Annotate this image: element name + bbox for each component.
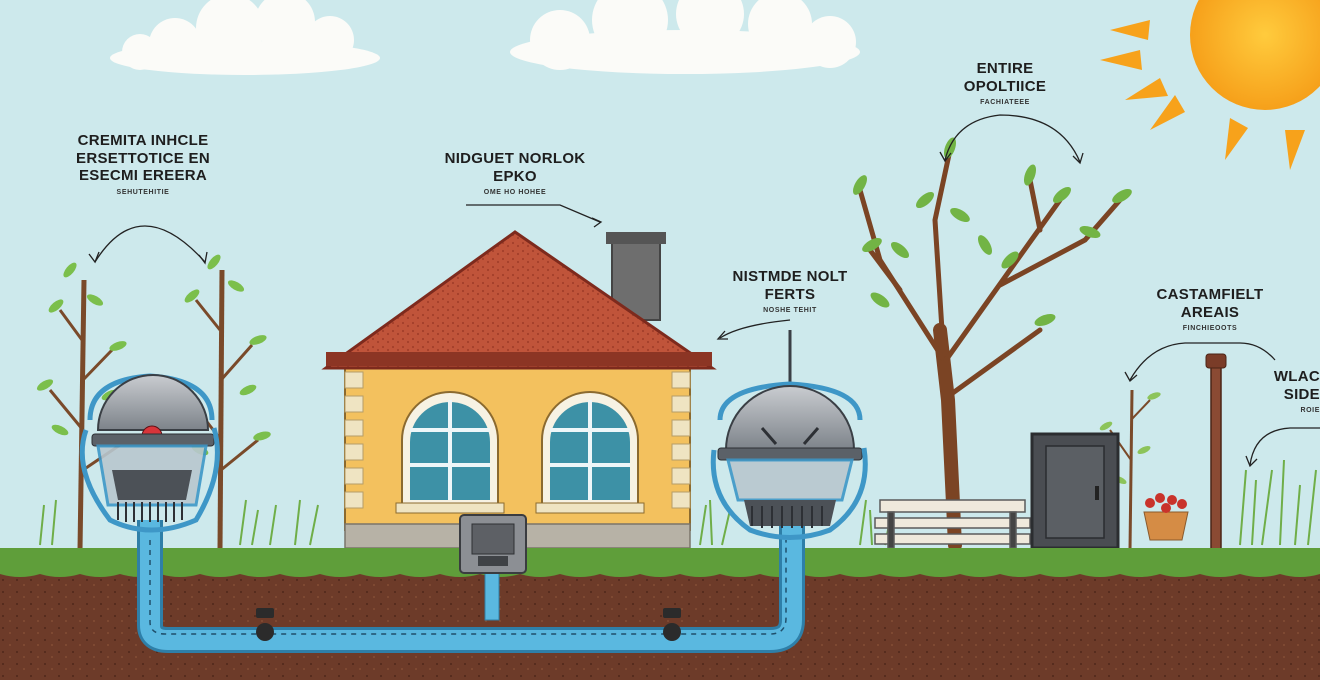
label-right-edge-line-2: SIDE [1283, 385, 1320, 403]
label-house-sub: OME HO HOHEE [483, 189, 547, 197]
septic-tank-right [710, 330, 868, 540]
label-right-line-1: CASTAMFIELT [1156, 286, 1264, 303]
label-mid: NISTMDE NOLT FERTS NOSHE TEHIT [700, 268, 880, 316]
label-right-sub: FINCHIEOOTS [1182, 325, 1238, 333]
large-tree [853, 137, 1132, 552]
callout-arrows [88, 114, 1320, 468]
roof [321, 230, 717, 370]
label-tree: ENTIRE OPOLTIICE FACHIATEEE [930, 60, 1080, 108]
label-mid-sub: NOSHE TEHIT [763, 307, 817, 315]
cloud-center [510, 0, 860, 74]
label-mid-line-2: FERTS [764, 285, 816, 303]
grass-strip [0, 548, 1320, 577]
window-right [535, 391, 645, 514]
label-right-edge-line-1: WLAC [1273, 368, 1320, 385]
label-house-line-2: EPKO [493, 167, 537, 185]
label-right-edge-sub: ROIE [1300, 407, 1320, 415]
label-tree-sub: FACHIATEEE [980, 99, 1030, 107]
background-grass [39, 459, 1317, 546]
label-house: NIDGUET NORLOK EPKO OME HO HOHEE [415, 150, 615, 198]
drain-pipe [137, 520, 805, 653]
cloud-left [110, 0, 380, 75]
bench [874, 499, 1031, 549]
label-house-line-1: NIDGUET NORLOK [444, 150, 586, 167]
outlet-box [459, 514, 527, 574]
label-mid-line-1: NISTMDE NOLT [732, 268, 848, 285]
left-tree-1 [36, 262, 134, 551]
label-left-line-3: ESECMI EREERA [78, 167, 208, 185]
label-left-line-2: ERSETTOTICE EN [76, 149, 210, 167]
label-left: CREMITA INHCLE ERSETTOTICE EN ESECMI ERE… [48, 132, 238, 197]
sun-icon [1100, 0, 1320, 170]
flower-pot [1143, 493, 1189, 541]
label-left-line-1: CREMITA INHCLE [77, 132, 209, 149]
septic-tank-left [79, 373, 220, 533]
label-left-sub: SEHUTEHITIE [116, 189, 170, 197]
window-left [395, 391, 505, 514]
label-right-edge: WLAC SIDE ROIE [1262, 368, 1320, 416]
label-right: CASTAMFIELT AREAIS FINCHIEOOTS [1130, 286, 1290, 334]
label-right-line-2: AREAIS [1180, 303, 1240, 321]
utility-box [1030, 432, 1120, 550]
label-tree-line-2: OPOLTIICE [963, 77, 1047, 95]
house [321, 230, 717, 549]
soil [0, 565, 1320, 680]
label-tree-line-1: ENTIRE [976, 60, 1034, 77]
